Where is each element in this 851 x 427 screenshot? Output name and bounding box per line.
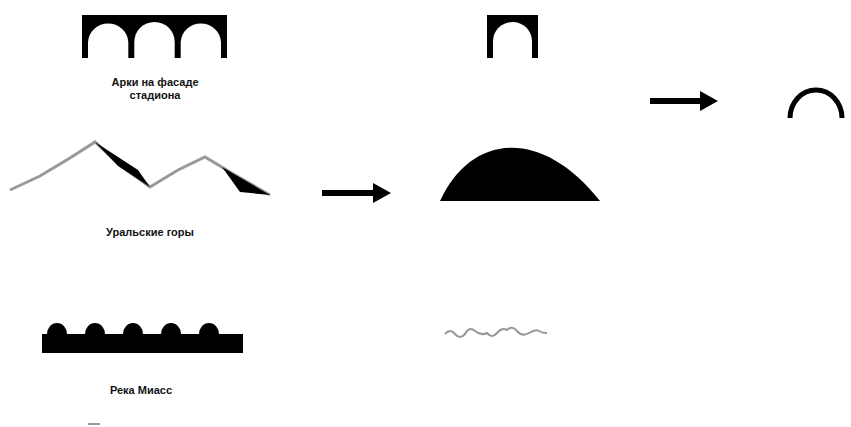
mountains-sketch — [10, 142, 270, 195]
caption-label: Река Миасс — [71, 384, 211, 397]
river-squiggle — [445, 328, 547, 337]
single-arch-icon — [487, 15, 538, 58]
caption-label: Арки на фасаде стадиона — [100, 76, 210, 102]
arrow — [322, 183, 391, 203]
arches-icon — [82, 15, 227, 58]
arc-symbol — [790, 90, 842, 118]
arrow — [650, 91, 718, 111]
dash-mark — [88, 423, 100, 425]
caption-label: Уральские горы — [75, 226, 225, 239]
mountain-shape — [440, 148, 600, 201]
river-band — [42, 323, 243, 353]
